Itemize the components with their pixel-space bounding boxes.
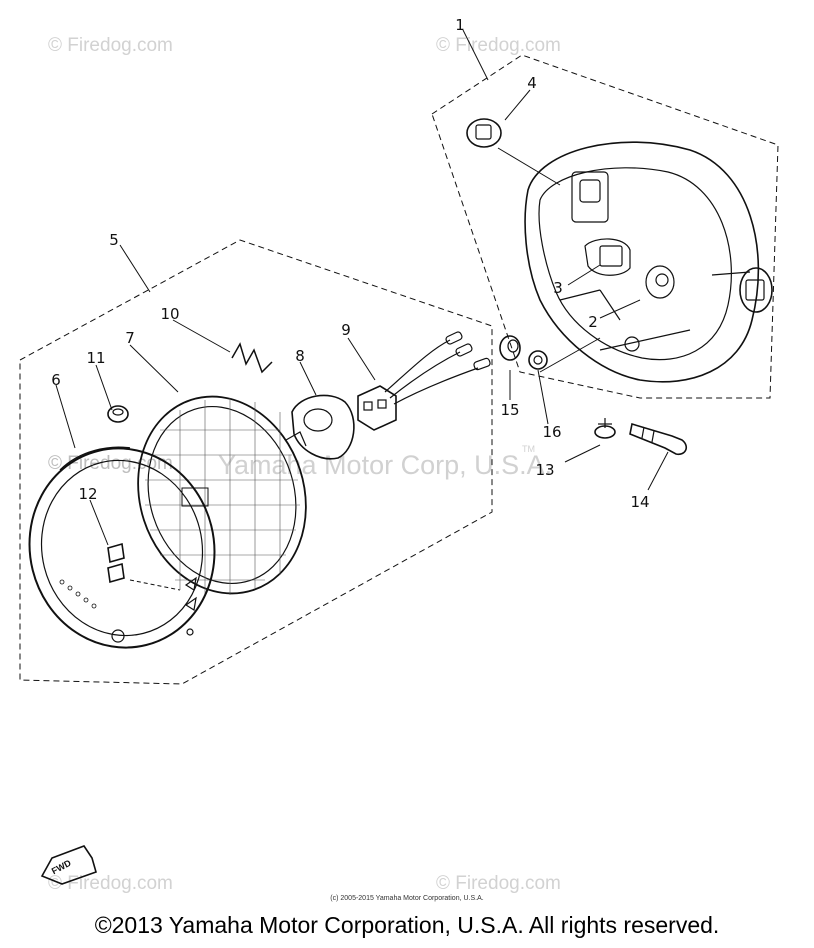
- part-13-screw: [594, 418, 616, 439]
- callout-16: 16: [542, 423, 562, 441]
- part-16-washer: [528, 350, 548, 370]
- callout-14: 14: [630, 493, 650, 511]
- part-15-collar: [499, 335, 521, 361]
- side-reflector: [739, 267, 773, 313]
- callout-6: 6: [51, 371, 61, 389]
- part-10-spring: [231, 342, 273, 374]
- callout-15: 15: [500, 401, 520, 419]
- callout-7: 7: [125, 329, 135, 347]
- part-4-grommet: [466, 118, 502, 148]
- leader-lines: [55, 29, 669, 591]
- callout-4: 4: [527, 74, 537, 92]
- callout-5: 5: [109, 231, 119, 249]
- callout-13: 13: [535, 461, 555, 479]
- watermark-top-left: © Firedog.com: [48, 35, 173, 56]
- callout-12: 12: [78, 485, 98, 503]
- part-7-lens: [137, 395, 307, 595]
- main-copyright: ©2013 Yamaha Motor Corporation, U.S.A. A…: [94, 912, 720, 938]
- assembly-1-outline: [431, 54, 779, 399]
- callout-11: 11: [86, 349, 106, 367]
- watermark-tm: TM: [522, 444, 535, 454]
- small-copyright: (c) 2005-2015 Yamaha Motor Corporation, …: [330, 895, 484, 902]
- part-14-bolt: [629, 422, 688, 456]
- callout-10: 10: [160, 305, 180, 323]
- watermark-bottom-right: © Firedog.com: [436, 873, 561, 894]
- callout-1: 1: [455, 16, 465, 34]
- callout-9: 9: [341, 321, 351, 339]
- callout-2: 2: [588, 313, 598, 331]
- part-11-grommet: [107, 405, 129, 423]
- part-1-headlight-body: [524, 141, 760, 383]
- callout-3: 3: [553, 279, 563, 297]
- part-8-bulb-holder: [285, 394, 355, 460]
- part-9-socket: [357, 331, 491, 431]
- watermark-top-right: © Firedog.com: [436, 35, 561, 56]
- part-6-rim: [28, 446, 216, 649]
- assembly-5-outline: [19, 239, 493, 685]
- callout-8: 8: [295, 347, 305, 365]
- fwd-arrow: [40, 845, 97, 885]
- part-12-clip: [107, 542, 125, 584]
